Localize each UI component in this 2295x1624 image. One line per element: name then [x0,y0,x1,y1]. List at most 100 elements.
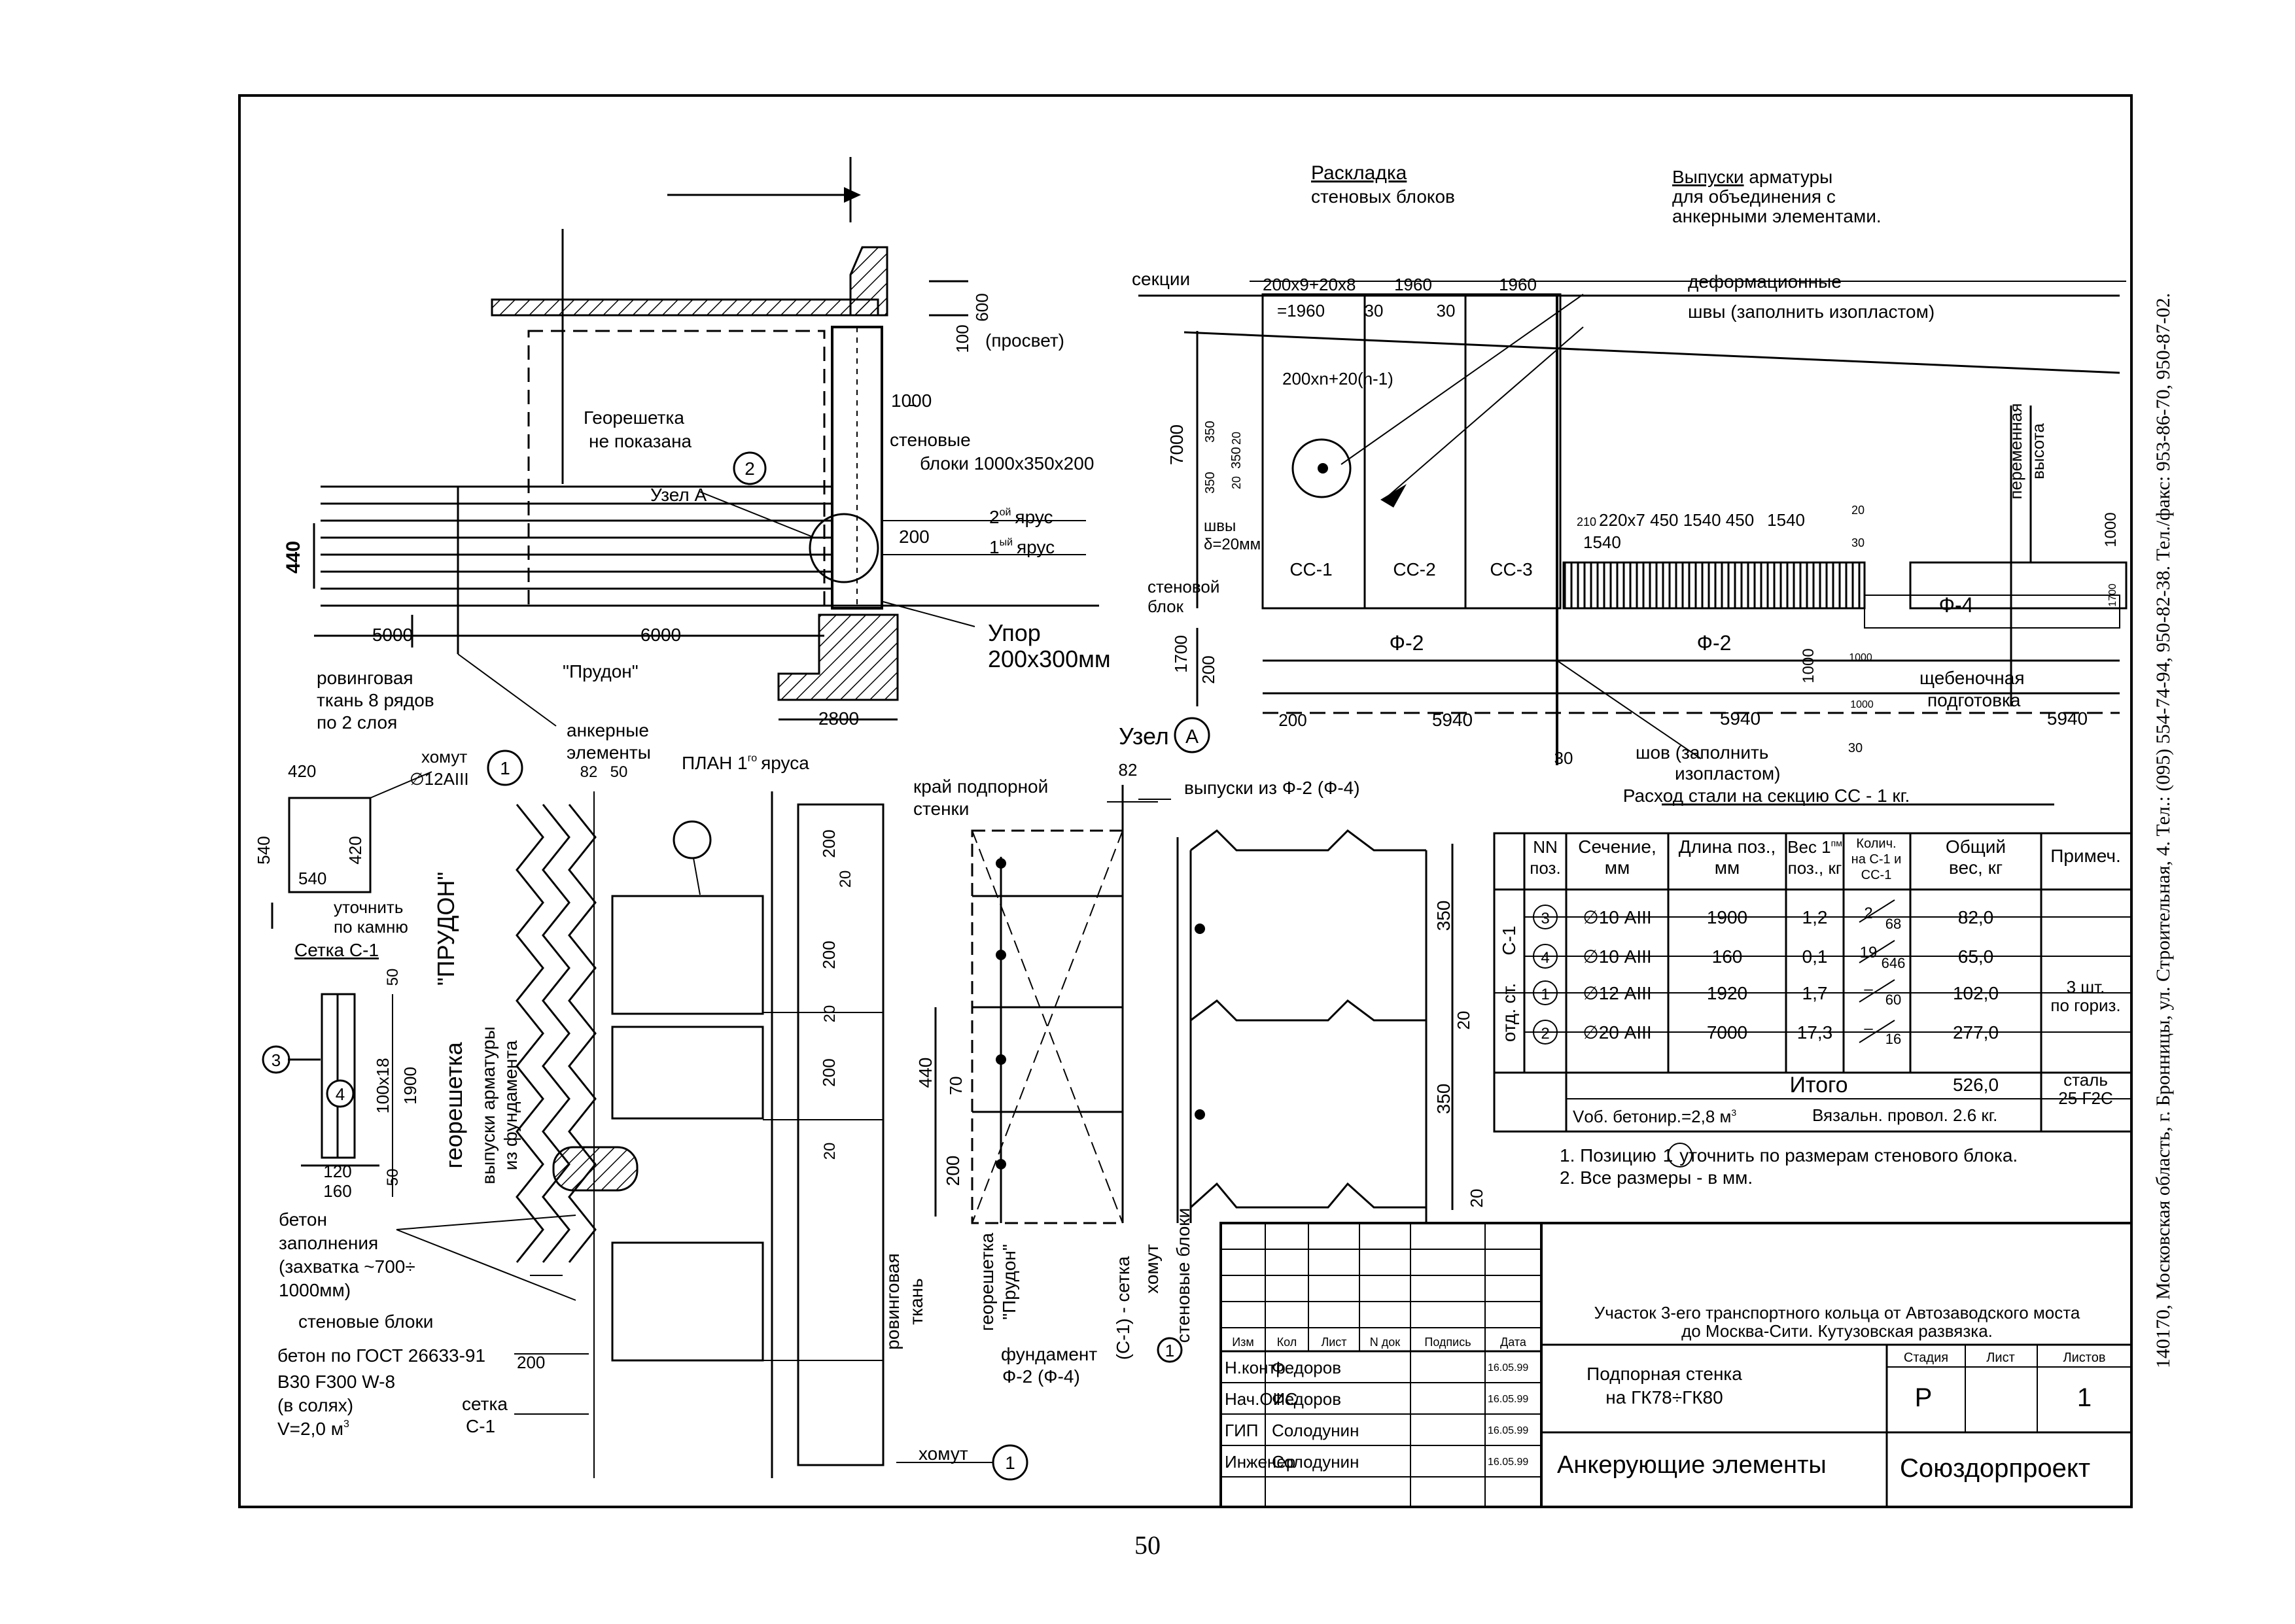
hdr-note: Примеч. [2050,846,2121,866]
dim-20-h: 20 [1467,1189,1486,1208]
row-pos: 1 [1541,986,1549,1003]
hdr-sec-2: мм [1605,857,1630,878]
sheet-frame [238,94,2133,1508]
tb-col-header: Изм [1232,1336,1254,1349]
dim-200-d: 200 [819,829,839,857]
def-label-2: швы (заполнить изопластом) [1688,302,1935,322]
detail-drawings [262,750,1028,1481]
dim-30-b: 30 [1437,301,1456,320]
tb-role: Инженер [1225,1452,1295,1472]
krai-label-2: стенки [913,799,969,819]
callout-1: 1 [500,758,510,778]
dim-30-c: 30 [1554,748,1573,768]
dim-1000-c: 1000 [1849,652,1872,663]
georeshetka-label: Георешетка [584,407,684,428]
dim-20-g: 20 [1454,1011,1473,1030]
steel-grade: сталь [2063,1070,2108,1090]
variable-label: переменная [2006,403,2025,499]
dim-30-a: 30 [1365,301,1384,320]
vypuski-line3: анкерными элементами. [1672,206,1882,226]
gost-label-3: (в солях) [277,1395,353,1415]
total-label: Итого [1789,1073,1848,1097]
callout-2: 2 [745,458,755,479]
callout-4: 4 [336,1084,345,1104]
dim-540-a: 540 [254,836,273,864]
homut-vertical: хомут [1142,1244,1162,1294]
dim-30-d: 30 [1848,741,1863,755]
f2-label-b: Ф-2 [1697,631,1732,655]
vob-label: Vоб. бетонир.=2,8 м3 [1573,1107,1736,1126]
setka-label-2: С-1 [466,1416,495,1436]
row-weight: 1,2 [1802,907,1828,927]
tb-role: ГИП [1225,1421,1258,1440]
rasklad-title: Раскладка [1311,162,1407,184]
dim-420-b: 420 [345,836,365,864]
tb-role: Нач.ОИС [1225,1389,1297,1409]
beton-label-2: заполнения [279,1233,378,1253]
variable-label-2: высота [2028,423,2048,479]
dim-20-d: 20 [837,871,854,888]
homut-label: хомут [421,747,467,767]
tb-name: Федоров [1272,1389,1341,1409]
hdr-q: Колич. [1856,837,1896,851]
dim-1000-a: 1000 [2102,512,2120,547]
stage-value: Р [1915,1383,1933,1412]
dim-82: 82 [580,763,598,781]
geo-vertical: георешетка [977,1232,997,1331]
beton-label-4: 1000мм) [279,1280,351,1300]
org-name: Союздорпроект [1900,1454,2090,1483]
upor-size: 200х300мм [988,646,1111,672]
dim-200-left: 200 [899,527,930,547]
tb-date: 16.05.99 [1488,1362,1528,1373]
group-otd: отд. ст. [1499,983,1519,1042]
dim-1540-a: 1540 [1583,532,1621,552]
setka-c1-title: Сетка С-1 [294,940,379,960]
tb-date: 16.05.99 [1488,1457,1528,1468]
roving-label-2: ткань 8 рядов [317,690,434,710]
dim-350-d: 350 [1433,901,1454,931]
dim-600: 600 [972,293,992,321]
roving-label-3: по 2 слоя [317,712,397,733]
object-line-2: на ГК78÷ГК80 [1605,1387,1723,1408]
object-line-1: Подпорная стенка [1586,1364,1742,1384]
sheet-header: Лист [1986,1351,2014,1365]
sheets-value: 1 [2077,1383,2092,1412]
f2-label-a: Ф-2 [1390,631,1424,655]
wall-blocks-label-2: стеновые блоки [298,1311,433,1332]
vypuski-line2: для объединения с [1672,186,1836,207]
row-pos: 4 [1541,949,1549,967]
sheets-header: Листов [2063,1351,2106,1365]
dim-20-a: 20 [1230,476,1243,489]
shebn-label-2: подготовка [1927,690,2021,710]
dim-20-e: 20 [821,1005,839,1023]
dim-1900: 1900 [400,1067,420,1105]
tb-name: Солодунин [1272,1452,1359,1472]
formula-3: 200хn+20(n-1) [1282,369,1393,389]
dim-1960-b: 1960 [1499,275,1537,294]
dim-70: 70 [946,1077,966,1096]
row-qty-2: 646 [1882,955,1906,971]
homut-dia: ∅12АIII [410,769,469,789]
prudon-label: "Прудон" [563,661,639,682]
hdr-poz: поз. [1530,858,1560,878]
project-line-2: до Москва-Сити. Кутузовская развязка. [1681,1321,1993,1341]
dim-160: 160 [323,1181,351,1201]
row-weight: 0,1 [1802,946,1828,967]
beton-label-3: (захватка ~700÷ [279,1256,415,1277]
steel-table [1493,832,2133,1133]
row-note-2: по гориз. [2050,995,2120,1015]
row-total: 82,0 [1958,907,1994,927]
fund-label: фундамент [1001,1344,1097,1364]
dim-200-c: 200 [517,1353,545,1372]
callout-3: 3 [272,1050,281,1070]
row-total: 277,0 [1953,1022,1999,1043]
tb-role: Н.контр. [1225,1358,1290,1377]
stage-header: Стадия [1904,1351,1948,1365]
dim-1000: 1000 [891,390,932,411]
